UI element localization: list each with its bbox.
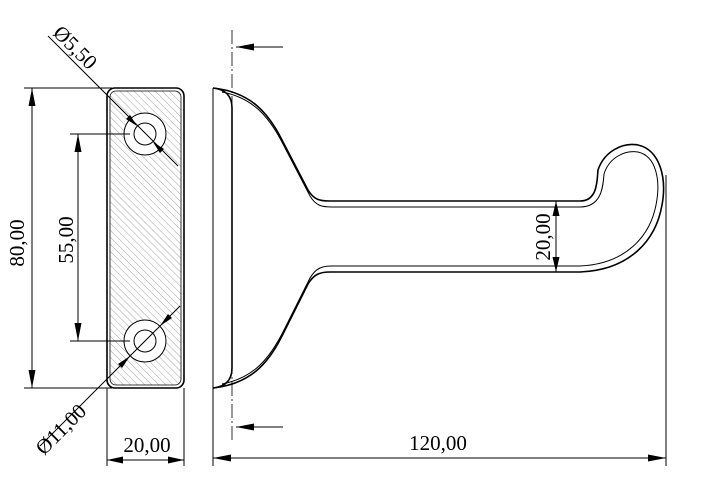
- section-marker-bottom: [236, 423, 283, 431]
- side-view: [212, 87, 665, 389]
- hook-thickness-dimension: 20,00: [531, 201, 560, 272]
- plate-outline: [106, 87, 185, 389]
- overall-height-label: 80,00: [5, 219, 29, 266]
- overall-length-dimension: 120,00: [212, 175, 667, 466]
- overall-length-label: 120,00: [409, 431, 467, 455]
- hole-spacing-dimension: 55,00: [54, 133, 130, 342]
- hook-outline-outer: [212, 87, 665, 389]
- hook-thickness-label: 20,00: [531, 213, 555, 260]
- back-plate-profile: [212, 87, 233, 389]
- plate-hatch: [109, 90, 182, 386]
- hole-diameter-label: Ø5,50: [48, 21, 102, 75]
- overall-height-dimension: 80,00: [5, 87, 112, 389]
- section-marker-top: [236, 43, 283, 51]
- plate-width-label: 20,00: [123, 433, 170, 457]
- counterbore-diameter-label: Ø11,00: [31, 399, 92, 460]
- hook-outline-inner: [221, 91, 659, 385]
- plate-width-dimension: 20,00: [106, 388, 185, 466]
- hole-spacing-label: 55,00: [54, 216, 78, 263]
